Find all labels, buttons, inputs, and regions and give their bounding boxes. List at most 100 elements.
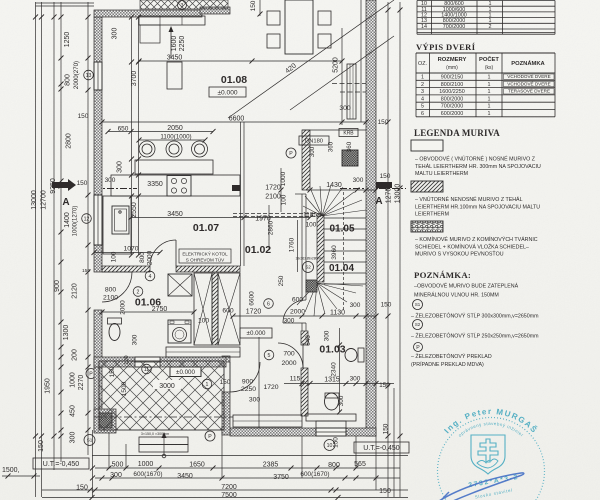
svg-text:450: 450 (70, 405, 77, 417)
svg-text:600: 600 (292, 297, 304, 304)
svg-text:6600: 6600 (229, 116, 245, 123)
svg-text:3×150,0 ×300mm: 3×150,0 ×300mm (141, 432, 169, 436)
svg-text:12700: 12700 (386, 184, 393, 204)
svg-text:100: 100 (111, 251, 118, 262)
svg-text:1: 1 (421, 75, 424, 81)
svg-text:(ks): (ks) (485, 65, 494, 71)
svg-text:1950: 1950 (45, 378, 52, 394)
svg-text:P: P (89, 371, 93, 377)
svg-text:1: 1 (489, 7, 492, 13)
svg-text:1: 1 (488, 82, 491, 88)
svg-text:100: 100 (281, 194, 288, 205)
svg-text:800/2100: 800/2100 (441, 82, 463, 88)
svg-text:2800: 2800 (66, 133, 73, 149)
svg-text:300: 300 (339, 105, 351, 112)
svg-text:LEIERTHERM: LEIERTHERM (415, 212, 449, 218)
svg-text:±0.000: ±0.000 (176, 369, 195, 376)
svg-text:P: P (289, 151, 293, 157)
svg-text:700/2000: 700/2000 (443, 24, 465, 30)
svg-text:650: 650 (118, 126, 129, 133)
svg-text:150: 150 (379, 382, 390, 389)
svg-text:3: 3 (421, 89, 424, 95)
svg-text:P: P (208, 434, 212, 440)
svg-text:1130: 1130 (330, 310, 345, 317)
svg-text:1185: 1185 (303, 212, 317, 219)
svg-text:SCHIEDEL + KOMÍNOVÁ VLOŽKA: SCHIEDEL + KOMÍNOVÁ VLOŽKA SCHIEDEL– (415, 242, 529, 250)
svg-text:800: 800 (105, 287, 117, 294)
svg-text:DN180: DN180 (305, 139, 323, 145)
svg-text:4: 4 (421, 96, 424, 102)
svg-text:2000: 2000 (147, 250, 154, 265)
svg-text:1400: 1400 (64, 212, 71, 228)
svg-text:01.03: 01.03 (319, 344, 345, 356)
svg-text:300: 300 (112, 28, 119, 40)
svg-text:3750: 3750 (273, 474, 289, 481)
svg-text:6: 6 (267, 301, 270, 307)
svg-text:100: 100 (306, 222, 317, 229)
svg-text:2: 2 (421, 82, 424, 88)
svg-text:12700: 12700 (41, 190, 48, 210)
svg-text:800: 800 (65, 74, 72, 86)
svg-text:1: 1 (488, 111, 491, 117)
svg-text:150: 150 (333, 437, 340, 448)
svg-text:A: A (62, 197, 69, 208)
svg-text:– ŽELEZOBETÓNOVÝ STĹP 250x2: – ŽELEZOBETÓNOVÝ STĹP 250x250mm,v=2650mm (411, 332, 539, 340)
svg-text:600/2000: 600/2000 (441, 111, 463, 117)
svg-text:100: 100 (124, 355, 130, 364)
svg-text:12: 12 (84, 216, 90, 222)
svg-text:800: 800 (328, 462, 340, 469)
svg-text:12: 12 (421, 13, 427, 19)
svg-text:1000: 1000 (280, 171, 287, 186)
svg-text:11: 11 (421, 7, 427, 13)
svg-text:10: 10 (327, 443, 333, 449)
svg-text:900: 900 (54, 280, 61, 292)
svg-text:LEIERTHERM HR.100mm NA S: LEIERTHERM HR.100mm NA SPOJOVACIU MALTU (415, 204, 540, 210)
svg-text:300: 300 (350, 302, 361, 309)
svg-text:2000: 2000 (120, 300, 127, 315)
svg-text:TERASOVÉ DVERE: TERASOVÉ DVERE (508, 88, 550, 94)
svg-text:1600: 1600 (171, 36, 178, 52)
svg-text:5: 5 (268, 353, 271, 359)
svg-text:800/600: 800/600 (444, 1, 464, 7)
svg-text:– KOMÍNOVÉ MURIVO Z KOMÍNO: – KOMÍNOVÉ MURIVO Z KOMÍNOVÝCH TVÁRNIC (415, 236, 538, 243)
svg-text:250: 250 (278, 275, 285, 286)
svg-text:1720: 1720 (265, 185, 281, 192)
svg-text:2: 2 (489, 24, 492, 30)
svg-text:(mm): (mm) (446, 65, 458, 71)
svg-text:700/2000: 700/2000 (441, 104, 463, 110)
svg-text:300: 300 (284, 318, 295, 325)
svg-text:1000/600: 1000/600 (443, 7, 465, 13)
svg-text:600(1670): 600(1670) (133, 471, 162, 478)
svg-text:7200: 7200 (221, 484, 237, 491)
svg-text:300: 300 (324, 330, 331, 341)
svg-text:S OHREVOM TÚV: S OHREVOM TÚV (186, 257, 225, 263)
svg-text:2385: 2385 (263, 462, 279, 469)
svg-text:11: 11 (144, 367, 149, 373)
svg-text:ELEKTRICKÝ KOTOL: ELEKTRICKÝ KOTOL (182, 251, 228, 257)
svg-text:150: 150 (378, 119, 389, 126)
svg-text:S2: S2 (415, 322, 421, 327)
svg-text:POZNÁMKA:: POZNÁMKA: (414, 270, 471, 280)
svg-text:3450: 3450 (177, 473, 193, 480)
svg-text:100: 100 (198, 318, 210, 325)
svg-text:800/2000: 800/2000 (441, 96, 463, 102)
svg-text:01.04: 01.04 (329, 263, 354, 274)
svg-text:1070: 1070 (123, 246, 138, 253)
svg-text:5: 5 (421, 104, 424, 110)
svg-text:1720: 1720 (263, 384, 278, 391)
svg-text:360: 360 (328, 141, 335, 152)
svg-text:2250: 2250 (179, 36, 186, 52)
svg-text:700: 700 (283, 351, 295, 358)
svg-text:MALTU LEIERTHERM: MALTU LEIERTHERM (415, 171, 468, 177)
svg-text:01.05: 01.05 (329, 224, 354, 235)
svg-text:VCHODOVÉ DVERE: VCHODOVÉ DVERE (507, 80, 550, 86)
svg-text:1500,: 1500, (2, 467, 20, 474)
svg-text:U.T.=-0,450: U.T.=-0,450 (43, 461, 79, 468)
svg-text:1000: 1000 (138, 461, 154, 468)
svg-text:5200: 5200 (333, 57, 340, 73)
svg-text:3450: 3450 (167, 55, 183, 62)
svg-text:2860: 2860 (268, 220, 275, 235)
svg-text:300: 300 (117, 161, 124, 173)
svg-text:1: 1 (488, 75, 491, 81)
svg-text:300: 300 (70, 432, 77, 444)
